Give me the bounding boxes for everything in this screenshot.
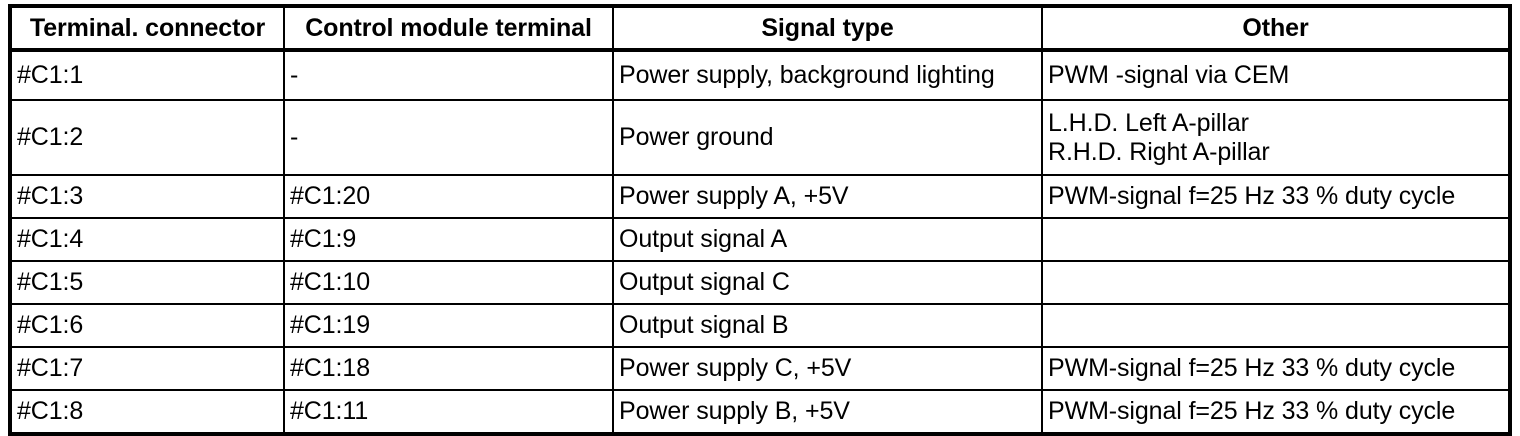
cell-other: PWM-signal f=25 Hz 33 % duty cycle: [1041, 389, 1510, 434]
table-row: #C1:2 - Power ground L.H.D. Left A-pilla…: [10, 99, 1510, 176]
cell-signal-type: Output signal C: [612, 260, 1043, 305]
column-header-control-module-terminal: Control module terminal: [283, 6, 614, 52]
table-header: Terminal. connector Control module termi…: [10, 6, 1510, 52]
cell-control-module-terminal: -: [283, 49, 614, 101]
cell-terminal-connector: #C1:2: [10, 99, 285, 176]
cell-signal-type: Output signal A: [612, 217, 1043, 262]
cell-terminal-connector: #C1:6: [10, 303, 285, 348]
cell-control-module-terminal: #C1:11: [283, 389, 614, 434]
cell-signal-type: Power supply B, +5V: [612, 389, 1043, 434]
cell-terminal-connector: #C1:8: [10, 389, 285, 434]
table-row: #C1:4 #C1:9 Output signal A: [10, 217, 1510, 262]
table-row: #C1:1 - Power supply, background lightin…: [10, 49, 1510, 101]
cell-other: PWM-signal f=25 Hz 33 % duty cycle: [1041, 346, 1510, 391]
column-header-terminal-connector: Terminal. connector: [10, 6, 285, 52]
cell-other: [1041, 303, 1510, 348]
cell-other: PWM-signal f=25 Hz 33 % duty cycle: [1041, 174, 1510, 219]
cell-terminal-connector: #C1:4: [10, 217, 285, 262]
table-row: #C1:8 #C1:11 Power supply B, +5V PWM-sig…: [10, 389, 1510, 434]
cell-signal-type: Output signal B: [612, 303, 1043, 348]
cell-other: [1041, 260, 1510, 305]
column-header-other: Other: [1041, 6, 1510, 52]
cell-other: PWM -signal via CEM: [1041, 49, 1510, 101]
cell-control-module-terminal: #C1:9: [283, 217, 614, 262]
cell-control-module-terminal: #C1:10: [283, 260, 614, 305]
cell-signal-type: Power supply A, +5V: [612, 174, 1043, 219]
table-row: #C1:7 #C1:18 Power supply C, +5V PWM-sig…: [10, 346, 1510, 391]
table-row: #C1:3 #C1:20 Power supply A, +5V PWM-sig…: [10, 174, 1510, 219]
table-body: #C1:1 - Power supply, background lightin…: [10, 49, 1510, 434]
table-header-row: Terminal. connector Control module termi…: [10, 6, 1510, 52]
table-row: #C1:5 #C1:10 Output signal C: [10, 260, 1510, 305]
pinout-table-container: Terminal. connector Control module termi…: [8, 4, 1512, 436]
table-row: #C1:6 #C1:19 Output signal B: [10, 303, 1510, 348]
cell-control-module-terminal: #C1:19: [283, 303, 614, 348]
cell-other: [1041, 217, 1510, 262]
cell-control-module-terminal: #C1:18: [283, 346, 614, 391]
cell-control-module-terminal: -: [283, 99, 614, 176]
cell-signal-type: Power supply, background lighting: [612, 49, 1043, 101]
pinout-table: Terminal. connector Control module termi…: [8, 4, 1512, 436]
cell-control-module-terminal: #C1:20: [283, 174, 614, 219]
cell-terminal-connector: #C1:7: [10, 346, 285, 391]
cell-terminal-connector: #C1:3: [10, 174, 285, 219]
column-header-signal-type: Signal type: [612, 6, 1043, 52]
cell-signal-type: Power ground: [612, 99, 1043, 176]
cell-other: L.H.D. Left A-pillar R.H.D. Right A-pill…: [1041, 99, 1510, 176]
cell-terminal-connector: #C1:1: [10, 49, 285, 101]
cell-terminal-connector: #C1:5: [10, 260, 285, 305]
cell-signal-type: Power supply C, +5V: [612, 346, 1043, 391]
